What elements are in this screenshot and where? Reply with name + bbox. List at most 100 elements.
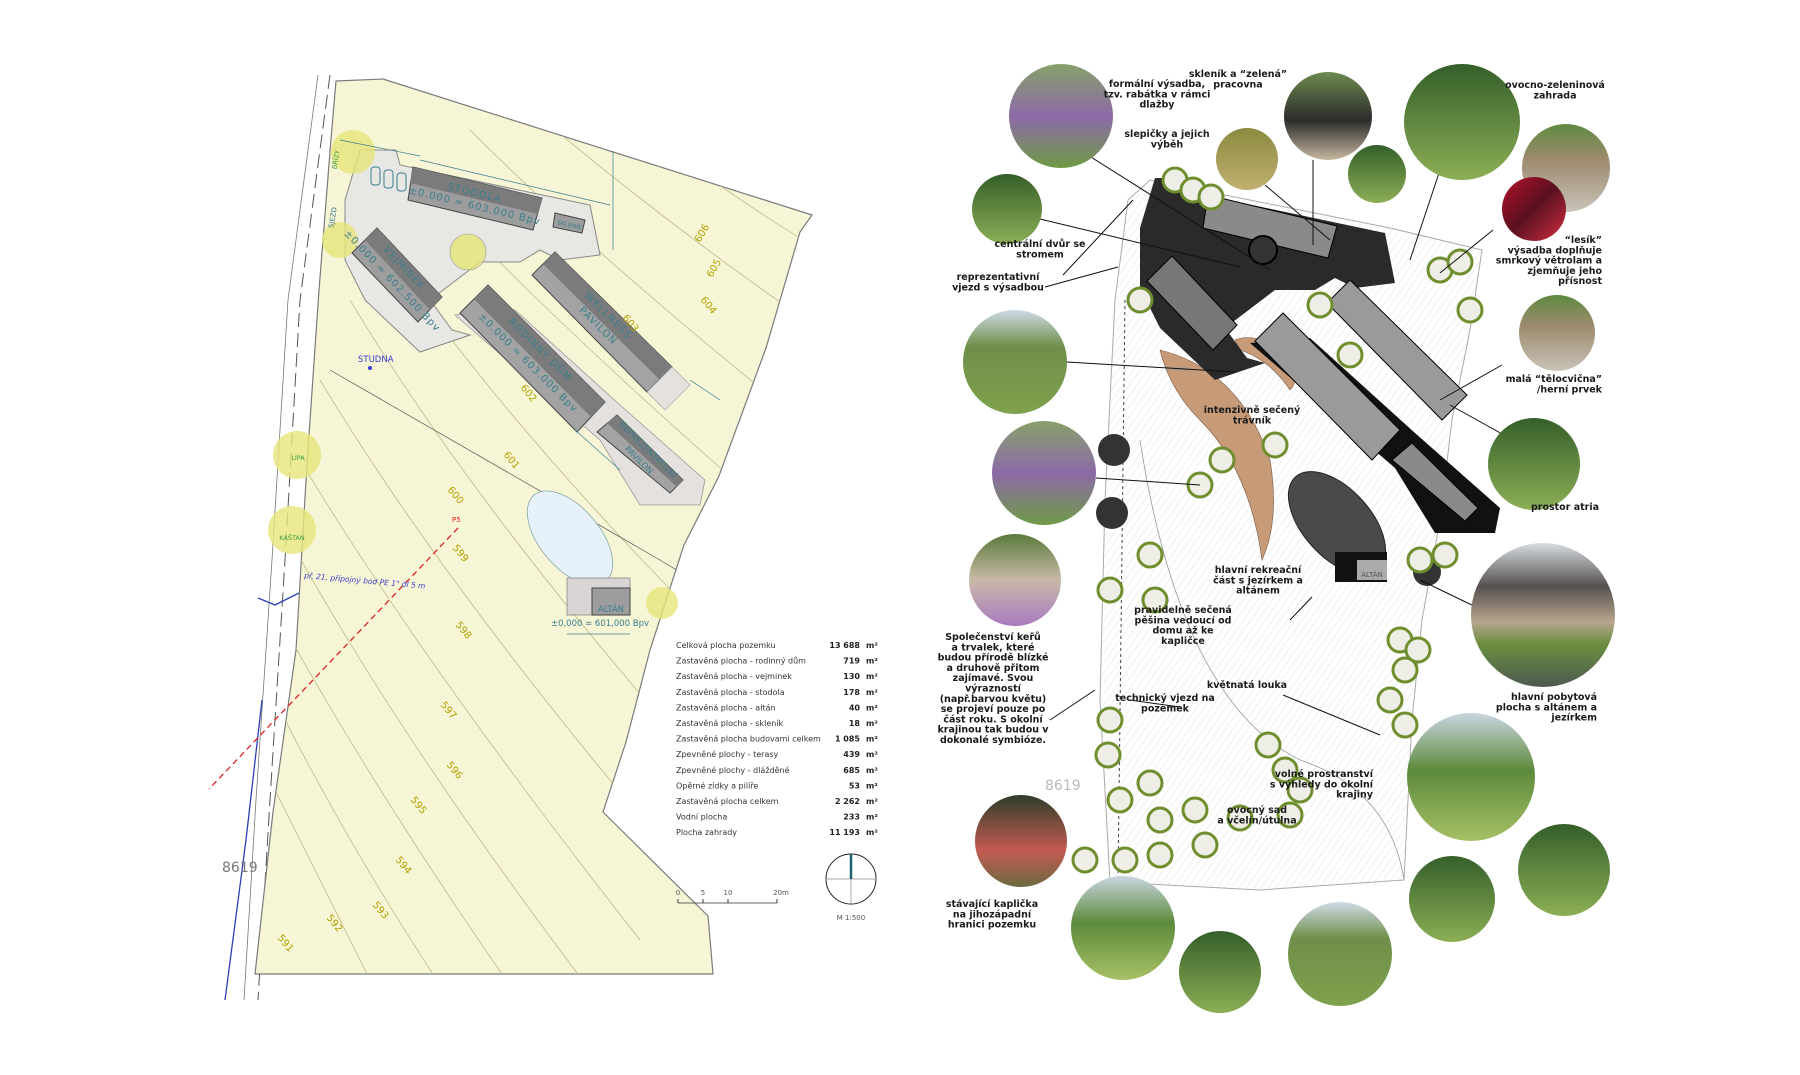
tree-symbol [1146,841,1174,869]
label-chickens: slepičky a jejich [1124,129,1209,140]
label-main-area: jezírkem [1550,713,1597,724]
leader-line [1129,699,1181,708]
label-shrubs: a druhově přitom [947,663,1040,674]
label-greenhouse: skleník a “zelená” [1189,69,1287,80]
leader-line [1282,694,1381,736]
label-main-area: hlavní pobytová [1511,692,1597,703]
area-row-label: Zastavěná plocha - stodola [676,688,785,697]
leader-line [1439,229,1494,274]
kastan-label: KAŠTAN [279,533,305,542]
label-shrubs: se projeví pouze po [941,704,1046,715]
area-row-value: 130 [843,672,860,681]
tree-symbol [1197,183,1225,211]
label-formal: tzv. rabátka v rámci [1104,89,1211,100]
label-shrubs: budou přírodě blízké [938,653,1049,664]
area-row-label: Zastavěná plocha - vejminek [676,672,792,681]
photo-climbing-frame [1519,295,1595,371]
label-formal: dlažby [1140,100,1176,111]
area-row-value: 13 688 [829,641,860,650]
label-shrubs: část roku. S okolní [943,714,1043,725]
label-veg-garden: zahrada [1533,90,1576,101]
scale-bar: 0 5 10 20m [676,889,789,904]
label-lawn: intenzivně sečený [1204,405,1301,416]
label-recreation: hlavní rekreační [1215,565,1302,576]
photo-tree-bench [972,174,1042,244]
label-chapel: na jihozápadní [953,909,1032,920]
label-service-entry: pozemek [1141,703,1190,714]
area-row-label: Zastavěná plocha celkem [676,797,779,806]
building-vejminek [351,227,443,323]
building-wellness-pavilon [531,251,691,411]
photo-berries [1502,177,1566,241]
label-chickens: výběh [1151,139,1184,150]
label-open-space: krajiny [1336,790,1374,801]
area-row-label: Zpevněné plochy - terasy [676,749,779,759]
label-orchard: a včelín/útulna [1217,815,1296,826]
tree-symbol [1431,541,1459,569]
area-row-value: 11 193 [829,828,860,837]
tree-symbol [1456,296,1484,324]
tree-symbol [1141,586,1169,614]
tree-symbol [1406,546,1434,574]
tree-symbol [1146,806,1174,834]
label-main-area: plocha s altánem a [1496,702,1597,713]
photo-meadow-landscape [1407,713,1535,841]
area-row-unit: m² [866,688,878,697]
area-row-value: 719 [843,657,860,666]
area-row-unit: m² [866,750,878,759]
label-meadow: květnatá louka [1207,680,1287,691]
label-shrubs: krajinou tak budou v [937,725,1049,736]
leader-lines [1039,146,1541,736]
parcel-number: 8619 [222,860,258,876]
annotation-labels: formální výsadba,tzv. rabátka v rámcidla… [937,69,1604,931]
tree-group [1071,166,1484,874]
area-row-label: Celková plocha pozemku [676,641,776,650]
tree-symbol [1276,801,1304,829]
label-recreation: část s jezírkem a [1213,575,1303,586]
water-main-line [224,699,263,1001]
photo-chickens [1216,128,1278,190]
photo-perennial-flowers [992,421,1096,525]
label-veg-garden: ovocno-zeleninová [1505,80,1605,91]
sjezd-label: SJEZD [327,207,339,229]
label-entrance: vjezd s výsadbou [952,282,1044,293]
tree-symbol [1208,446,1236,474]
photo-apple-tree [1288,902,1392,1006]
area-row-value: 233 [843,813,860,822]
photo-orchard [1179,931,1261,1013]
label-shrubs: zajímavé. Svou [953,673,1034,684]
brizy-label: BŘÍZY [329,149,341,170]
tree-symbol [1306,291,1334,319]
leader-line [1049,689,1096,721]
label-recreation: altánem [1236,586,1280,597]
label-chapel: hranici pozemku [948,920,1036,931]
linden-tree-canopy [273,431,321,479]
reference-photos [963,64,1615,1013]
label-shrubs: (např.barvou květu) [940,694,1047,705]
scale-tick-label: 10 [724,889,733,897]
area-row-unit: m² [866,813,878,822]
tree-symbol [1226,804,1254,832]
area-row-value: 18 [849,719,861,728]
tree-symbol [1181,796,1209,824]
road-edge-line [257,74,331,1001]
area-row-unit: m² [866,828,878,837]
altan-plan-label: ALTÁN [1361,570,1382,579]
photo-formal-planting [1009,64,1113,168]
label-shrubs: výrazností [965,684,1021,695]
label-grove: zjemňuje jeho [1527,266,1602,277]
tree-symbol [1126,286,1154,314]
photo-lavender-path [969,534,1061,626]
leader-line [1066,361,1236,373]
scale-tick-label: 5 [701,889,705,897]
area-row-unit: m² [866,657,878,666]
leader-line [1419,579,1479,609]
area-row-label: Zastavěná plocha - rodinný dům [676,656,806,666]
dark-tree [1098,434,1130,466]
leader-line [1062,199,1134,276]
tree-symbol [1136,541,1164,569]
label-chapel: stávající kaplička [946,899,1038,910]
flower-bed [1159,349,1274,562]
photo-greenhouse [1284,72,1372,160]
building-altan [591,587,631,616]
